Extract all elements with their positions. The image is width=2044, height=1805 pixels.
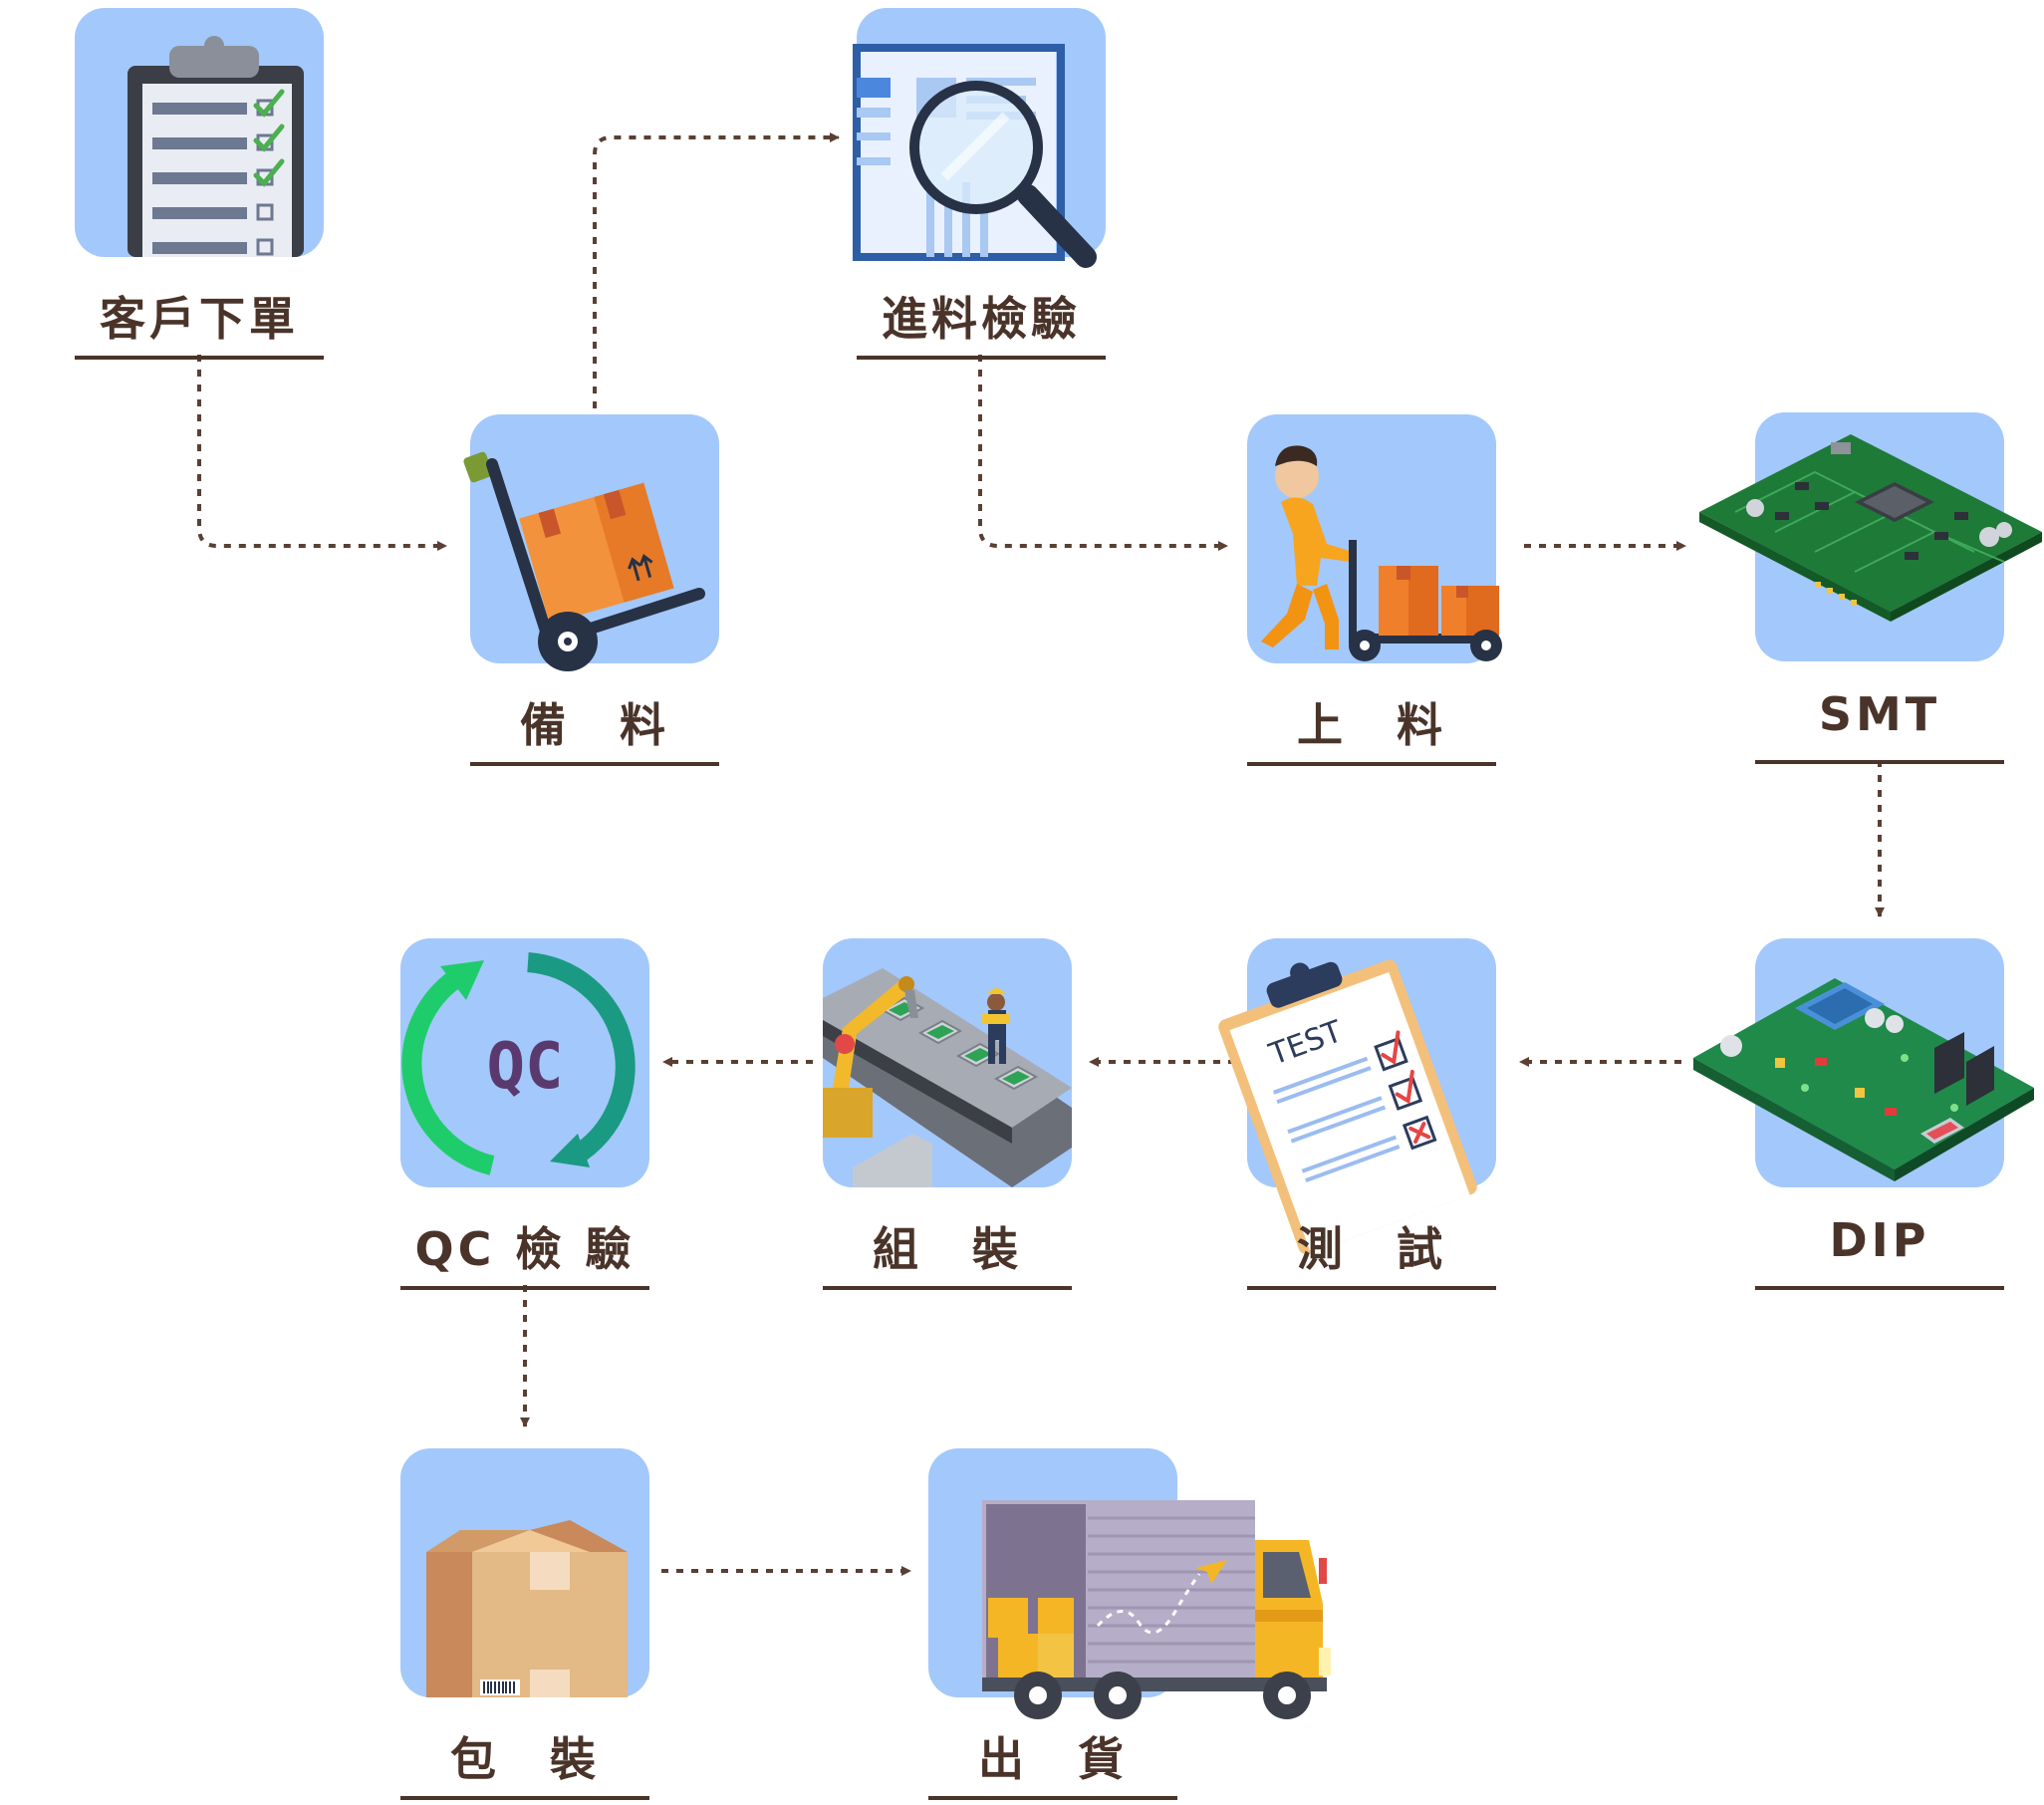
step-label: 進料檢驗 — [882, 292, 1081, 346]
connector-prepare-to-incoming — [593, 132, 840, 408]
label-underline — [470, 762, 719, 766]
step-label: 測 試 — [1297, 1222, 1446, 1276]
step-label: DIP — [1829, 1213, 1930, 1267]
clipboard-checklist-icon — [75, 8, 324, 257]
connector-order-to-prepare — [197, 355, 447, 551]
connector-incoming-to-loading — [978, 355, 1228, 551]
qc-cycle-icon: QC — [400, 938, 649, 1187]
pcb-through-hole-icon — [1693, 938, 2034, 1187]
label-underline — [857, 356, 1106, 360]
pcb-board-icon — [1699, 412, 2042, 661]
magnifier-document-icon — [853, 8, 1106, 268]
label-underline — [1247, 1286, 1496, 1290]
label-underline — [400, 1286, 649, 1290]
label-underline — [1247, 762, 1496, 766]
step-label: 包 裝 — [450, 1732, 600, 1786]
step-label: 出 貨 — [978, 1732, 1128, 1786]
step-label: 備 料 — [520, 698, 669, 752]
step-label: 客戶下單 — [100, 292, 299, 346]
label-underline — [1755, 1286, 2004, 1290]
label-underline — [400, 1796, 649, 1800]
step-label: 組 裝 — [873, 1222, 1022, 1276]
label-underline — [823, 1286, 1072, 1290]
step-label: SMT — [1818, 687, 1941, 741]
label-underline — [1755, 760, 2004, 764]
label-underline — [928, 1796, 1177, 1800]
label-underline — [75, 356, 324, 360]
step-label: 上 料 — [1297, 698, 1446, 752]
hand-truck-box-icon — [463, 414, 719, 671]
test-clipboard-icon: TEST — [1218, 938, 1496, 1254]
worker-pushing-cart-icon — [1247, 414, 1502, 663]
assembly-line-robot-icon — [823, 938, 1072, 1187]
qc-badge: QC — [486, 1030, 563, 1104]
cardboard-box-icon — [400, 1448, 649, 1697]
delivery-truck-icon — [928, 1448, 1331, 1719]
step-label: QC 檢 驗 — [414, 1222, 636, 1276]
